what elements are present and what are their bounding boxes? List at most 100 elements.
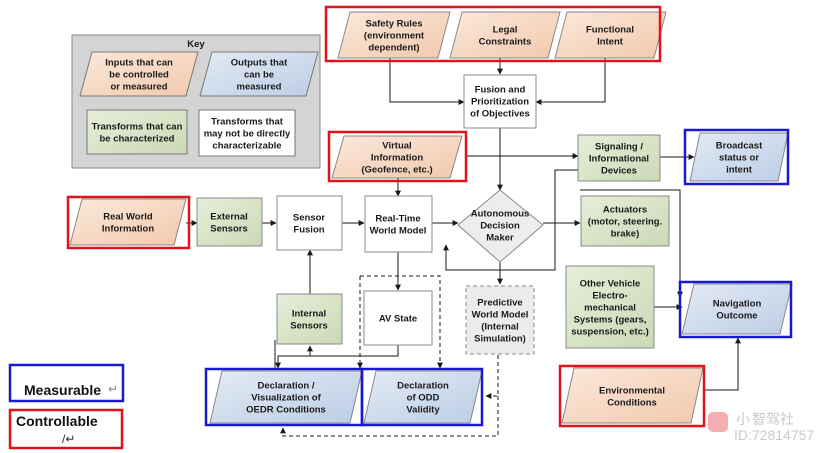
broadcast-label-line: Broadcast (716, 141, 763, 152)
edge-functional-fusion (535, 58, 606, 105)
watermark: 小 智驾社 ID:72814757 (708, 411, 814, 443)
watermark-logo-icon (708, 412, 728, 432)
measurable-box-declodd (360, 367, 484, 427)
ext-label-line: External (210, 212, 248, 223)
declvis-label-line: OEDR Conditions (246, 405, 326, 416)
legend-controllable: Controllable /↵ (8, 408, 124, 450)
key-tn-label-line: characterizable (212, 141, 281, 152)
safety-label-line: Safety Rules (365, 19, 422, 30)
edge-avstate-intsensors (307, 345, 399, 357)
edge-adm-navoutcome (580, 189, 683, 298)
realworld-label-line: Real World (103, 212, 153, 223)
measurable-box-broadcast (683, 128, 790, 186)
othervehicle-label-line: Systems (gears, (574, 315, 647, 326)
adm-label-line: Decision (480, 221, 520, 232)
intsensors-label-line: Internal (292, 309, 326, 320)
legend-controllable-mark: /↵ (62, 432, 75, 446)
controllable-box-env (558, 364, 706, 428)
legal-label-line: Legal (493, 25, 518, 36)
controllable-box-top (324, 5, 662, 63)
predictive-label-line: Simulation) (474, 334, 526, 345)
functional-label-line: Functional (586, 25, 634, 36)
edge-dashed-odd (360, 275, 443, 369)
legal-label-line: Constraints (479, 37, 532, 48)
fusion-label-line: Prioritization (471, 97, 529, 108)
predictive-label-line: World Model (472, 310, 529, 321)
declvis-label-line: Declaration / (257, 381, 314, 392)
edge-safety-fusion (389, 58, 465, 105)
sfusion-label-line: Fusion (293, 225, 324, 236)
virtual-label-line: Virtual (382, 141, 411, 152)
rtmodel-label-line: Real-Time (375, 214, 420, 225)
key-tn-label-line: may not be directly (204, 129, 291, 140)
signaling-label-line: Signaling / (595, 142, 643, 153)
connectors (186, 58, 741, 437)
functional-label-line: Intent (597, 37, 624, 48)
key-inputs-label-line: Inputs that can (105, 58, 173, 69)
edge-env-nav (705, 337, 741, 391)
key-tn-label-line: Transforms that (211, 117, 284, 128)
signaling-label-line: Devices (601, 166, 637, 177)
adm-label-line: Maker (486, 233, 514, 244)
signaling-label-line: Informational (589, 154, 649, 165)
env-label-line: Environmental (599, 386, 665, 397)
realworld-label-line: Information (102, 224, 154, 235)
othervehicle-label-line: Electro- (592, 291, 627, 302)
predictive-label-line: (Internal (481, 322, 518, 333)
othervehicle-label-line: Other Vehicle (580, 279, 641, 290)
sfusion-label-line: Sensor (293, 213, 326, 224)
broadcast-label-line: intent (726, 165, 753, 176)
measurable-box-nav (678, 280, 793, 339)
nav-label-line: Outcome (716, 311, 757, 322)
fusion-label-line: Fusion and (475, 85, 526, 96)
watermark-id: ID:72814757 (734, 427, 814, 443)
actuators-label-line: Actuators (603, 205, 647, 216)
intsensors-label-line: Sensors (290, 321, 328, 332)
key-title: Key (187, 39, 205, 50)
declvis-label-line: Visualization of (251, 393, 321, 404)
key-inputs-label-line: be controlled (109, 70, 169, 81)
controllable-box-realworld (66, 195, 191, 250)
legend-measurable: Measurable ↵ (8, 363, 125, 403)
key-outputs-label-line: can be (244, 70, 274, 81)
legend-controllable-label: Controllable (16, 413, 98, 429)
watermark-logo-char: 小 (736, 411, 750, 427)
declodd-label-line: of ODD (407, 393, 440, 404)
edge-predictive-vis (280, 396, 499, 437)
adm-label-line: Autonomous (471, 209, 530, 220)
edge-adm-signal-loop (554, 169, 578, 223)
actuators-label-line: (motor, steering. (588, 217, 662, 228)
key-transform-nochar-shape (198, 109, 296, 157)
safety-label-line: dependent) (368, 43, 419, 54)
key-inputs-label-line: or measured (110, 82, 167, 93)
virtual-label-line: (Geofence, etc.) (361, 165, 432, 176)
othervehicle-label-line: suspension, etc.) (571, 327, 649, 338)
key-input-shape (79, 51, 199, 97)
key-tc-label-line: be characterized (100, 134, 175, 145)
virtual-label-line: Information (371, 153, 423, 164)
fusion-label-line: of Objectives (470, 109, 530, 120)
edge-fusion-declaration (275, 355, 330, 369)
key-output-shape (199, 51, 319, 97)
legend-measurable-label: Measurable (24, 382, 101, 398)
